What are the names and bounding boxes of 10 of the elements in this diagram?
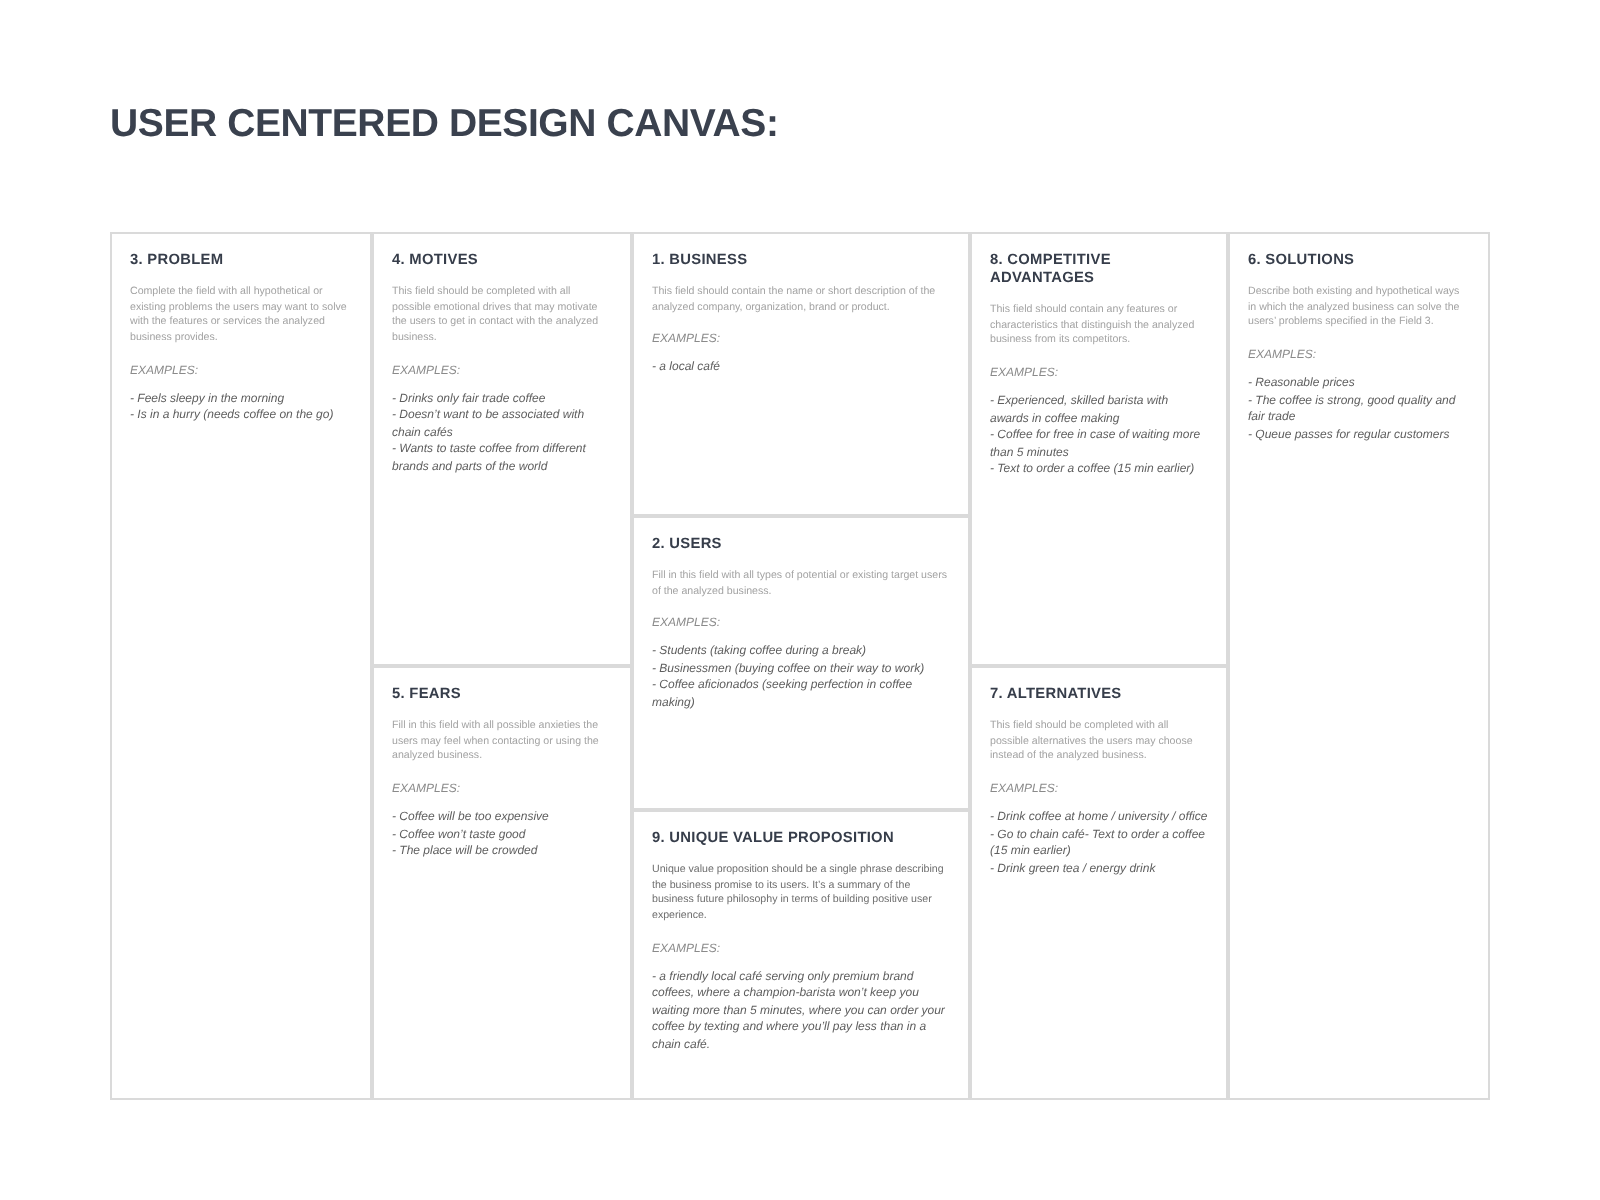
canvas-section [970,232,1228,666]
canvas-title: USER CENTERED DESIGN CANVAS: [110,102,779,148]
canvas-section [372,232,632,666]
canvas-section [632,810,970,1100]
canvas-section [632,232,970,516]
canvas-section [970,666,1228,1100]
canvas-section [110,232,372,1100]
canvas-section [1228,232,1490,1100]
canvas-section [372,666,632,1100]
canvas-section [632,516,970,810]
